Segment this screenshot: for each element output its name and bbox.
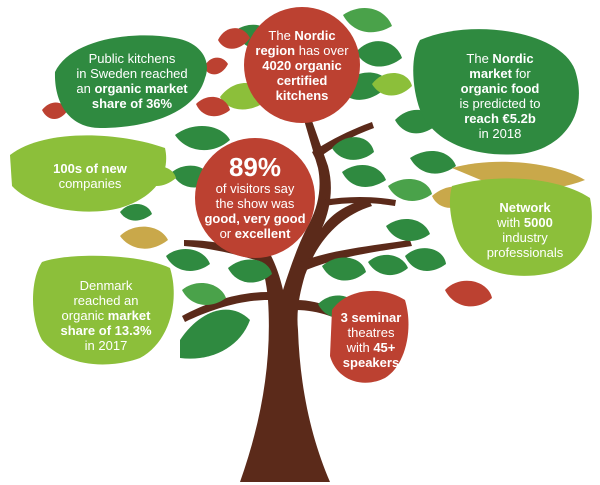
visitors-line: good, very good	[204, 211, 305, 226]
denmark-text: in 2017	[84, 337, 128, 353]
nordic_region-text: region	[255, 42, 296, 58]
seminars-text: theatres	[347, 325, 395, 340]
denmark-line: reached an	[73, 293, 138, 308]
seminars-line: speakers	[343, 355, 399, 370]
network-text: Network	[499, 200, 551, 215]
denmark-line: in 2017	[85, 338, 128, 353]
visitors-line: of visitors say	[216, 181, 295, 196]
public_kitchens-line: in Sweden reached	[76, 66, 187, 81]
nordic_market-text: Nordic	[492, 51, 534, 66]
new_companies-line: 100s of new	[53, 161, 127, 176]
visitors-line: the show was	[216, 196, 295, 211]
nordic_market-text: is predicted to	[459, 96, 541, 111]
seminars-text: 45+	[373, 340, 396, 355]
seminars-text: speakers	[342, 355, 400, 370]
nordic_market-line: market for	[469, 66, 530, 81]
seminars-line: 3 seminar	[341, 310, 402, 325]
nordic_region-text: The	[268, 27, 295, 43]
nordic_market-text: for	[511, 66, 531, 81]
visitors-text: the show was	[215, 196, 295, 211]
stat-leaves	[10, 7, 592, 383]
public_kitchens-text: in Sweden reached	[76, 66, 188, 81]
new_companies-text: 100s of new	[53, 161, 127, 176]
nordic_market-line: reach €5.2b	[464, 111, 536, 126]
network-text: professionals	[486, 245, 564, 260]
denmark-line: Denmark	[80, 278, 133, 293]
network-text: 5000	[523, 215, 553, 230]
seminars-line: with 45+	[347, 340, 396, 355]
public_kitchens-text: an	[76, 81, 95, 96]
nordic_market-text: organic food	[460, 81, 540, 96]
seminars-line: theatres	[348, 325, 395, 340]
denmark-text: organic	[61, 307, 108, 323]
visitors-text: of visitors say	[215, 181, 295, 196]
nordic_market-line: is predicted to	[460, 96, 541, 111]
nordic_market-text: in 2018	[478, 126, 522, 141]
visitors-text: good, very good	[204, 211, 306, 226]
network-line: Network	[499, 200, 550, 215]
nordic_market-line: The Nordic	[466, 51, 533, 66]
seminars-text: 3 seminar	[340, 310, 402, 325]
public_kitchens-line: share of 36%	[92, 96, 172, 111]
nordic_region-line: 4020 organic	[262, 58, 342, 73]
public_kitchens-text: share of 36%	[91, 96, 173, 111]
denmark-text: market	[107, 307, 151, 323]
denmark-text: share of 13.3%	[60, 322, 152, 338]
network-line: professionals	[487, 245, 564, 260]
nordic_region-line: region has over	[255, 43, 348, 58]
network-line: with 5000	[497, 215, 553, 230]
visitors-percent: 89%	[228, 152, 282, 182]
network-text: with	[497, 215, 524, 230]
public_kitchens-text: Public kitchens	[88, 51, 176, 66]
nordic_region-line: The Nordic	[268, 28, 335, 43]
nordic_region-line: certified	[277, 73, 328, 88]
network-line: industry	[502, 230, 548, 245]
public_kitchens-line: an organic market	[76, 81, 187, 96]
denmark-line: share of 13.3%	[60, 323, 151, 338]
nordic_region-line: kitchens	[276, 88, 329, 103]
denmark-text: Denmark	[79, 277, 133, 293]
nordic_market-text: reach €5.2b	[464, 111, 536, 126]
nordic_region-text: has over	[295, 42, 349, 58]
denmark-text: reached an	[73, 292, 139, 308]
public_kitchens-text: organic market	[94, 81, 188, 96]
visitors-text: excellent	[234, 226, 291, 241]
nordic_region-text: kitchens	[275, 87, 329, 103]
visitors-line: or excellent	[220, 226, 291, 241]
public_kitchens-line: Public kitchens	[89, 51, 176, 66]
network-text: industry	[502, 230, 548, 245]
nordic_region-text: certified	[276, 72, 328, 88]
nordic_market-text: market	[469, 66, 512, 81]
nordic_market-line: organic food	[461, 81, 540, 96]
nordic_region-text: 4020 organic	[262, 57, 342, 73]
new_companies-line: companies	[59, 176, 122, 191]
seminars-text: with	[346, 340, 374, 355]
nordic_market-text: The	[466, 51, 493, 66]
denmark-line: organic market	[62, 308, 151, 323]
new_companies-text: companies	[58, 176, 122, 191]
visitors-text: or	[219, 226, 235, 241]
nordic_region-text: Nordic	[294, 27, 336, 43]
nordic_market-line: in 2018	[479, 126, 522, 141]
